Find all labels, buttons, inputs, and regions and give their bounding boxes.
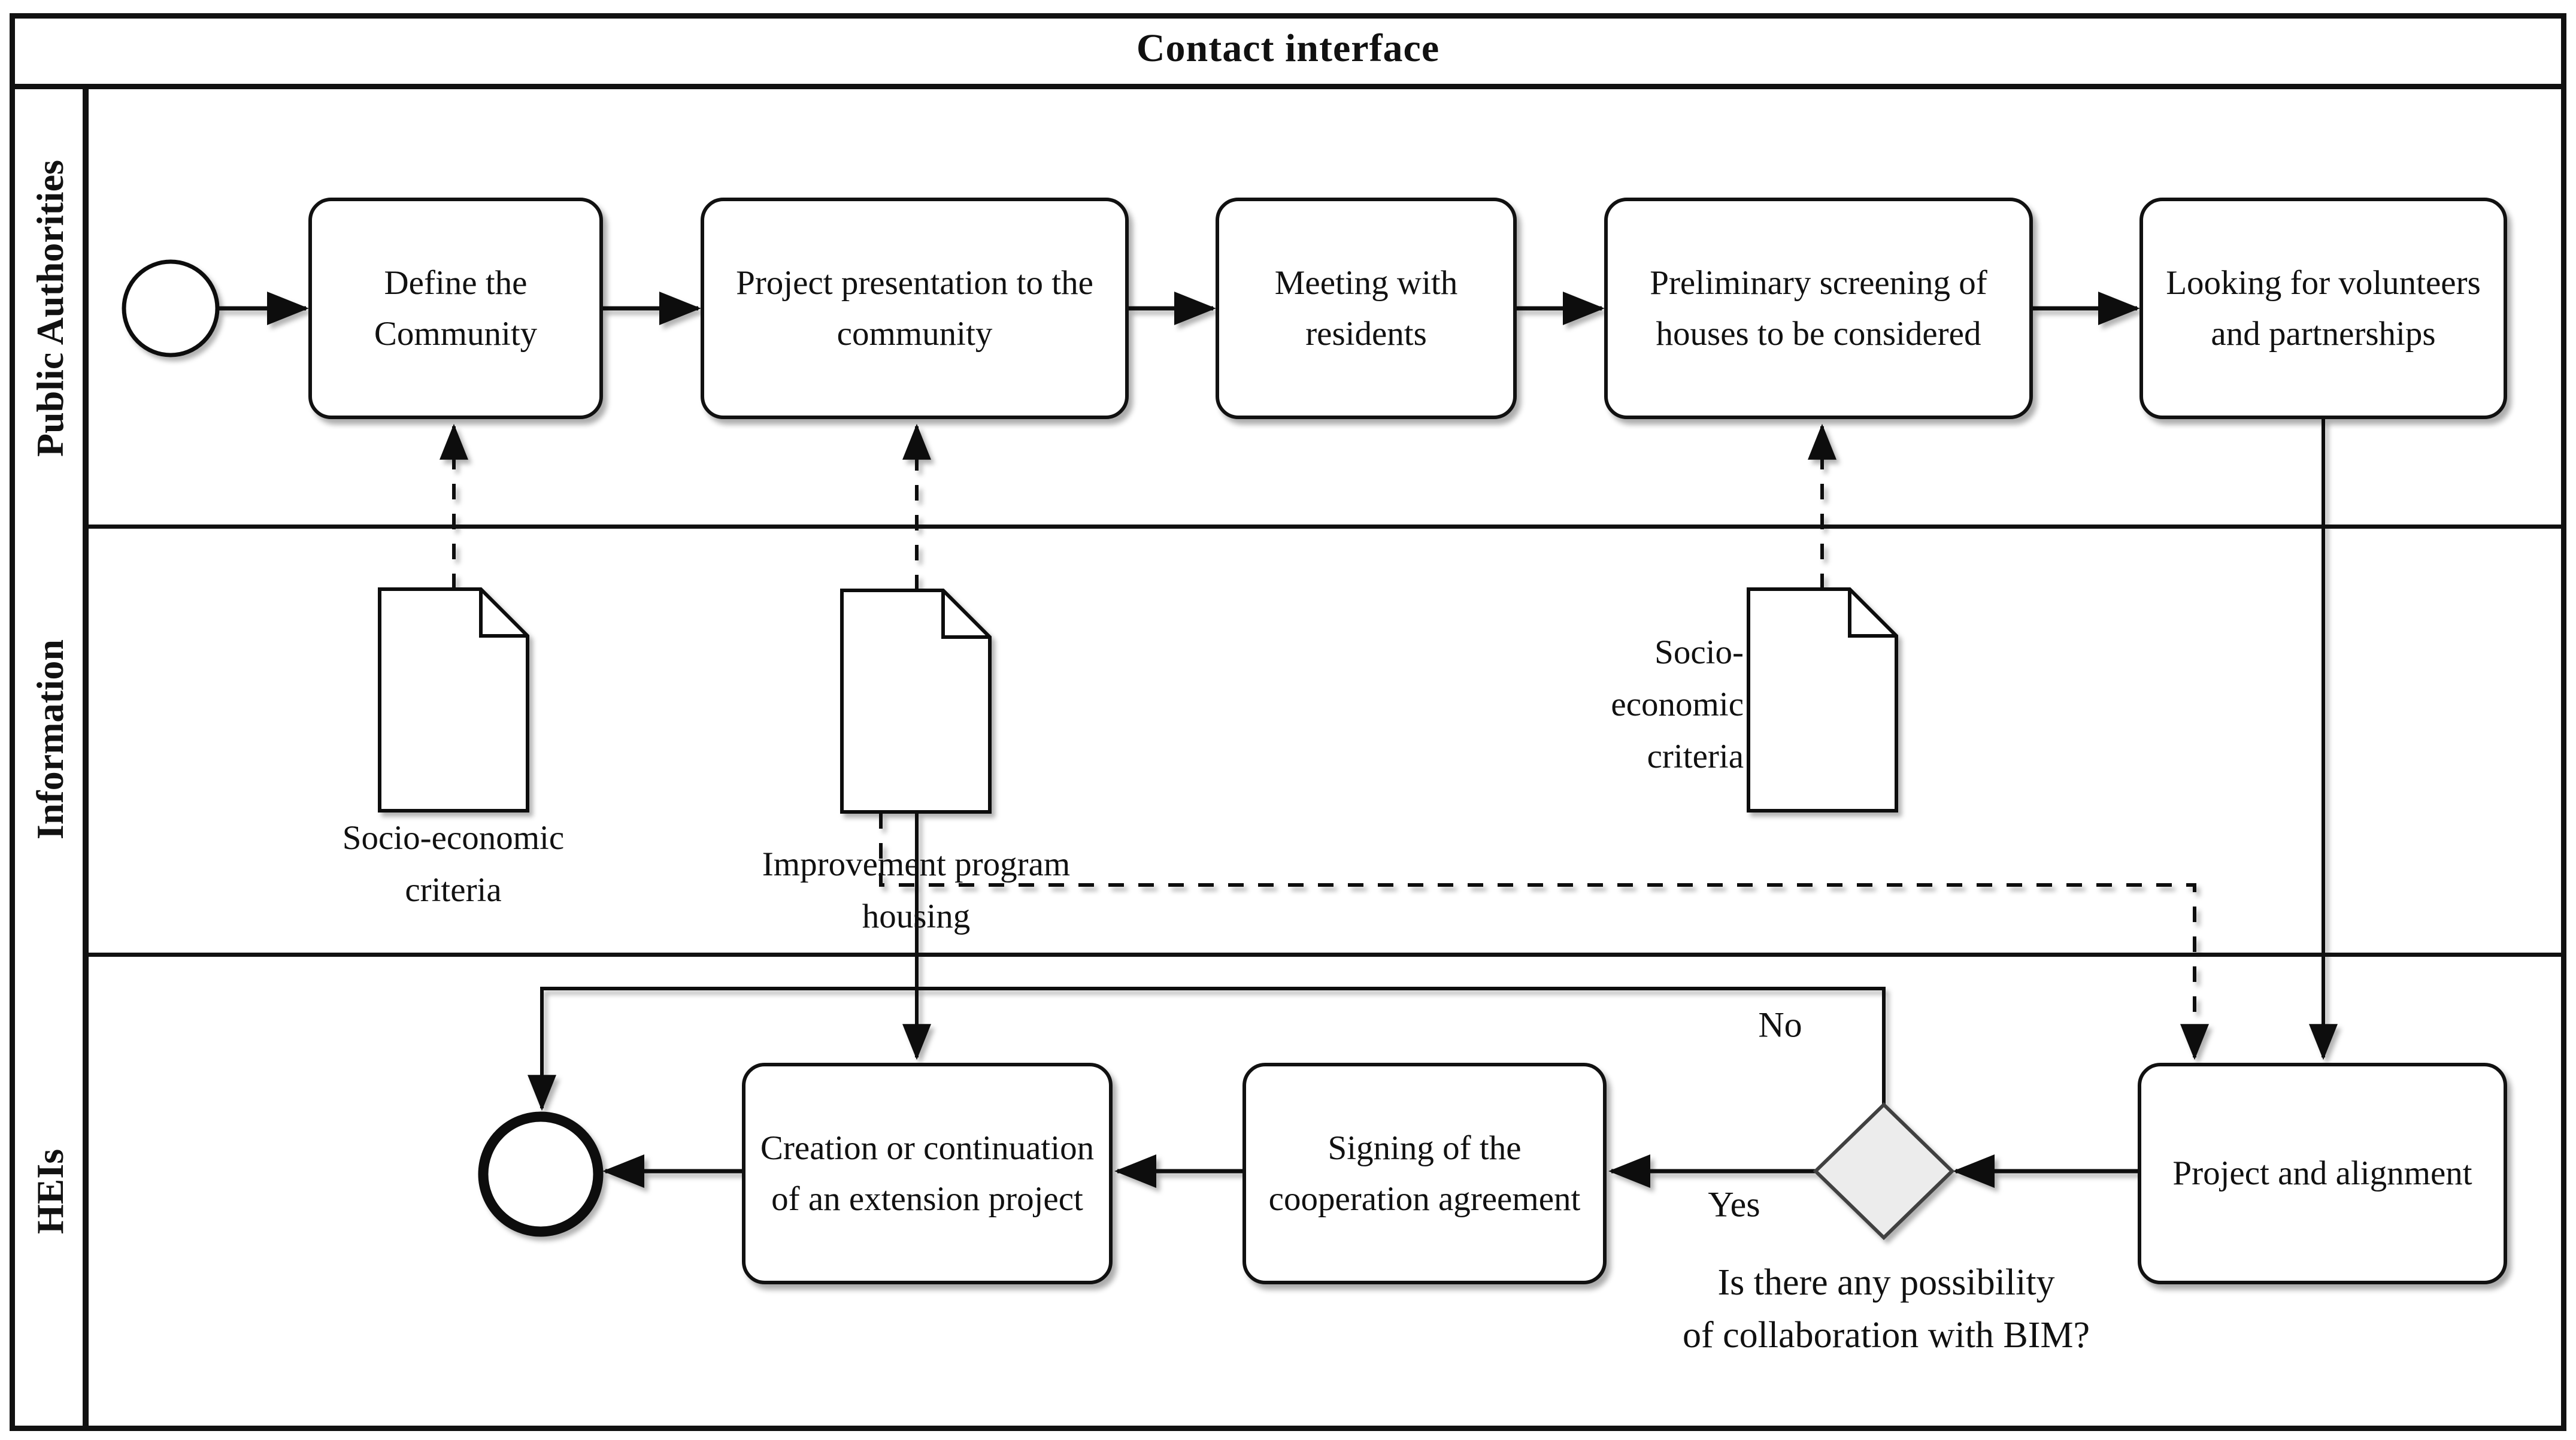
lane-separator [89, 953, 2566, 957]
lane-separator [89, 525, 2566, 529]
gateway-question: Is there any possibility of collaboratio… [1682, 1262, 2090, 1356]
lane-label-public-authorities: Public Authorities [29, 159, 71, 457]
lane-label-information: Information [29, 639, 71, 840]
gateway-yes-label: Yes [1708, 1184, 1760, 1224]
task-meeting-with-residents: Meeting with residents [1216, 198, 1517, 419]
gateway-no-label: No [1758, 1005, 1802, 1045]
task-project-and-alignment: Project and alignment [2138, 1063, 2507, 1284]
task-preliminary-screening: Preliminary screening of houses to be co… [1604, 198, 2033, 419]
document-label: Socio- economic criteria [1611, 633, 1744, 775]
lane-label-heis: HEIs [29, 1148, 71, 1235]
title-separator [10, 84, 2566, 89]
pool-title: Contact interface [1136, 26, 1440, 70]
task-creation-extension-project: Creation or continuation of an extension… [742, 1063, 1113, 1284]
document-label: Socio-economic criteria [342, 819, 565, 909]
task-looking-for-volunteers: Looking for volunteers and partnerships [2139, 198, 2507, 419]
task-project-presentation: Project presentation to the community [701, 198, 1129, 419]
task-signing-cooperation-agreement: Signing of the cooperation agreement [1242, 1063, 1607, 1284]
document-label: Improvement program housing [762, 845, 1071, 935]
lane-label-column-separator [83, 89, 89, 1431]
task-define-the-community: Define the Community [308, 198, 603, 419]
pool-border [10, 13, 2566, 1431]
